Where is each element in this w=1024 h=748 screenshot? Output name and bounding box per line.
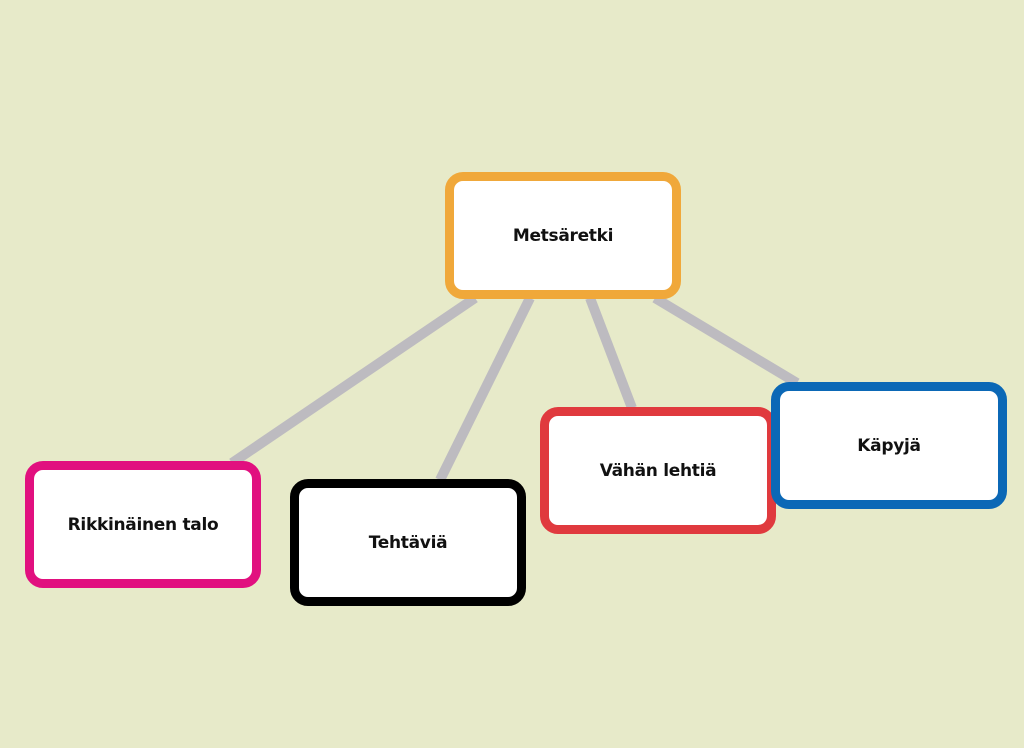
link-rikkinainen-talo (229, 293, 478, 468)
node-label: Vähän lehtiä (599, 460, 717, 481)
node-kapyja[interactable]: Käpyjä (771, 382, 1007, 509)
node-rikkinainen-talo[interactable]: Rikkinäinen talo (25, 461, 261, 588)
link-tehtavia (435, 295, 535, 483)
node-tehtavia[interactable]: Tehtäviä (290, 479, 526, 606)
link-kapyja (652, 293, 800, 388)
root-node-metsaretki[interactable]: Metsäretki (445, 172, 681, 299)
link-vahan-lehtia (585, 296, 637, 410)
node-vahan-lehtia[interactable]: Vähän lehtiä (540, 407, 776, 534)
node-label: Rikkinäinen talo (67, 514, 219, 535)
node-label: Metsäretki (512, 225, 614, 246)
node-label: Tehtäviä (368, 532, 448, 553)
node-label: Käpyjä (857, 435, 921, 456)
